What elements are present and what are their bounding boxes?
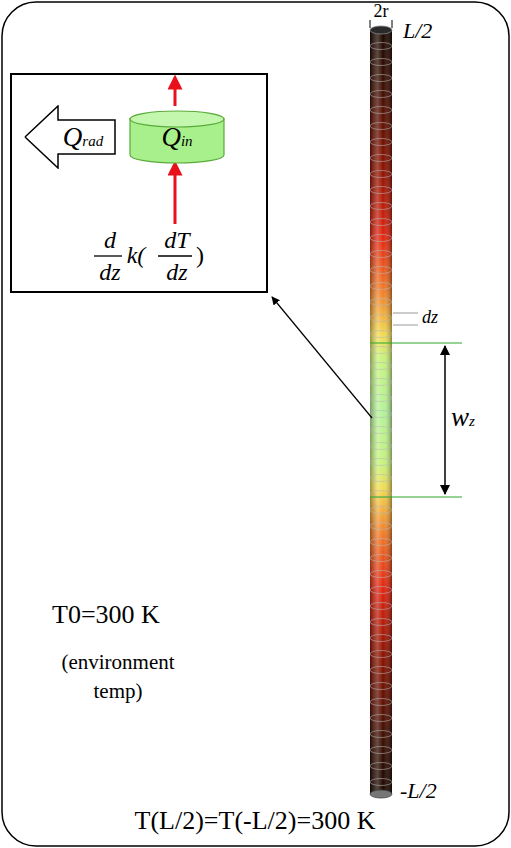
- rod: [370, 26, 392, 798]
- rod-ring: [370, 267, 392, 274]
- end-label: L/2: [403, 20, 432, 42]
- width-arrow: [444, 346, 446, 494]
- quantity-label: Qin: [161, 122, 192, 153]
- rod-ring: [370, 299, 392, 306]
- rod-ring: [370, 731, 392, 738]
- radius-label: 2r: [374, 2, 389, 20]
- quantity-label: Qrad: [37, 122, 103, 153]
- rod-ring: [370, 331, 392, 338]
- formula-part: d: [104, 228, 116, 252]
- rod-ring: [370, 315, 392, 322]
- band-line: [370, 497, 462, 498]
- rod-ring: [370, 123, 392, 130]
- rod-ring: [370, 187, 392, 194]
- leader-arrow: [272, 297, 372, 418]
- rod-ring: [370, 763, 392, 770]
- formula-part: k(: [127, 243, 146, 267]
- dz-label: dz: [422, 308, 438, 326]
- flux-arrow: [174, 168, 177, 224]
- radius-tick: [370, 20, 371, 28]
- rod-ring: [370, 363, 392, 370]
- rod-ring: [370, 507, 392, 514]
- rod-ring: [370, 411, 392, 418]
- rod-ring: [370, 491, 392, 498]
- formula-part: ): [196, 243, 204, 267]
- rod-ring: [370, 139, 392, 146]
- rod-ring: [370, 779, 392, 786]
- rod-ring: [370, 59, 392, 66]
- rod-ring: [370, 171, 392, 178]
- rod-ring: [370, 219, 392, 226]
- rod-ring: [370, 283, 392, 290]
- rod-ring: [370, 235, 392, 242]
- rod-ring: [370, 75, 392, 82]
- rod-ring: [370, 395, 392, 402]
- rod-ring: [370, 571, 392, 578]
- rod-ring: [370, 347, 392, 354]
- rod-ring: [370, 379, 392, 386]
- inset-box: d dz k( dT dz) Qrad Qin: [10, 73, 268, 293]
- rod-ring: [370, 651, 392, 658]
- rod-ring: [370, 699, 392, 706]
- width-label: wz: [451, 404, 475, 431]
- rod-ring: [370, 683, 392, 690]
- band-line: [370, 343, 462, 344]
- rod-ring: [370, 155, 392, 162]
- rod-ring: [370, 555, 392, 562]
- end-label: -L/2: [400, 780, 437, 802]
- formula-part: dz: [99, 260, 120, 284]
- rod-ring: [370, 667, 392, 674]
- fraction-bar: [94, 255, 122, 256]
- rod-ring: [370, 203, 392, 210]
- rod-ring: [370, 539, 392, 546]
- rod-ring: [370, 251, 392, 258]
- slice-cylinder: Qin: [129, 110, 225, 164]
- environment-temp: T0=300 K: [52, 602, 160, 628]
- radiation-arrow: Qrad: [24, 105, 116, 169]
- rod-ring: [370, 459, 392, 466]
- formula-part: dz: [166, 260, 187, 284]
- rod-ring: [370, 427, 392, 434]
- flux-arrow: [174, 82, 177, 106]
- rod-ring: [370, 619, 392, 626]
- rod-ring: [370, 635, 392, 642]
- rod-ring: [370, 107, 392, 114]
- rod-ring: [370, 475, 392, 482]
- rod-ring: [370, 747, 392, 754]
- radius-tick: [392, 20, 393, 28]
- dz-line: [393, 325, 418, 326]
- rod-ring: [370, 443, 392, 450]
- rod-ring: [370, 91, 392, 98]
- fraction-bar: [158, 255, 192, 256]
- rod-ring: [370, 523, 392, 530]
- rod-ring: [370, 715, 392, 722]
- boundary-condition: T(L/2)=T(-L/2)=300 K: [135, 808, 376, 834]
- rod-ring: [370, 587, 392, 594]
- rod-ring: [370, 43, 392, 50]
- dz-line: [393, 313, 418, 314]
- formula-part: dT: [164, 228, 189, 252]
- rod-ring: [370, 603, 392, 610]
- environment-note: (environment temp): [43, 648, 193, 707]
